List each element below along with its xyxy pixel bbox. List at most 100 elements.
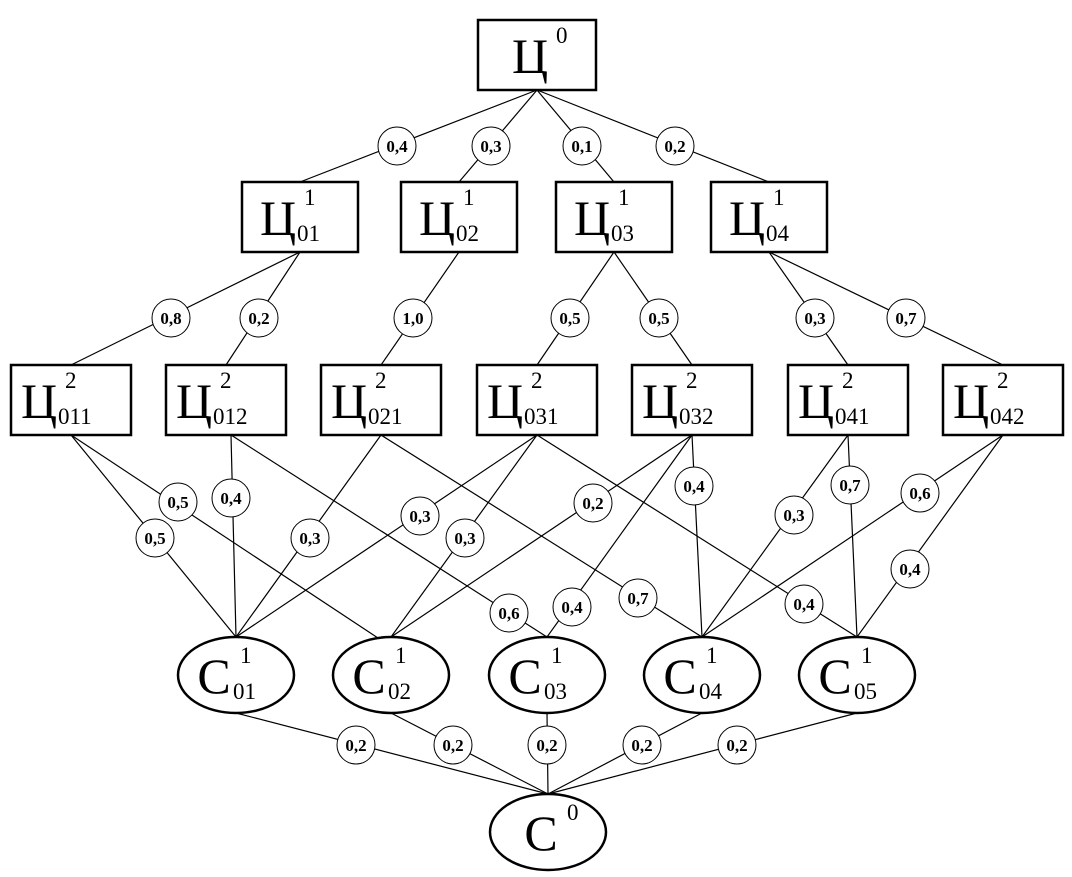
node-superscript: 0 bbox=[556, 23, 568, 48]
weight-badge-c031-s05: 0,4 bbox=[784, 584, 824, 624]
node-letter: Ц bbox=[419, 190, 455, 246]
node-letter: С bbox=[352, 648, 385, 704]
node-letter: Ц bbox=[642, 373, 678, 429]
weight-circle bbox=[562, 126, 602, 166]
weight-badge-c012-s03: 0,6 bbox=[489, 593, 529, 633]
weight-circle bbox=[471, 126, 511, 166]
node-ellipse bbox=[488, 792, 608, 872]
node-subscript: 03 bbox=[611, 221, 634, 246]
weight-badge-s05-s0: 0,2 bbox=[717, 725, 757, 765]
weight-badge-c041-s05: 0,7 bbox=[830, 465, 870, 505]
edge-c032-s02 bbox=[390, 434, 693, 638]
weight-badge-c03-c031: 0,5 bbox=[550, 298, 590, 338]
weight-label: 0,2 bbox=[442, 736, 463, 755]
weight-circle bbox=[639, 298, 679, 338]
node-box bbox=[786, 363, 910, 437]
node-ellipse bbox=[487, 635, 607, 715]
node-letter: С bbox=[524, 805, 557, 861]
weight-badge-c012-s01: 0,4 bbox=[211, 478, 251, 518]
node-letter: Ц bbox=[176, 373, 212, 429]
weight-circle bbox=[377, 126, 417, 166]
weight-badge-c01-c011: 0,8 bbox=[151, 298, 191, 338]
weight-label: 0,3 bbox=[409, 507, 430, 526]
node-superscript: 1 bbox=[551, 643, 563, 668]
node-superscript: 1 bbox=[304, 185, 316, 210]
node-subscript: 04 bbox=[699, 679, 723, 704]
weight-circle bbox=[433, 725, 473, 765]
weight-badge-c042-s05: 0,4 bbox=[890, 549, 930, 589]
node-ellipse bbox=[642, 635, 762, 715]
weight-badge-c041-s04: 0,3 bbox=[774, 495, 814, 535]
weight-badge-c032-s04: 0,4 bbox=[674, 466, 714, 506]
node-box bbox=[319, 363, 443, 437]
weight-circle bbox=[135, 518, 175, 558]
node-subscript: 011 bbox=[58, 404, 92, 429]
node-letter: С bbox=[197, 648, 230, 704]
weight-badge-s02-s0: 0,2 bbox=[433, 725, 473, 765]
weight-circle bbox=[151, 298, 191, 338]
weight-badge-c02-c021: 1,0 bbox=[393, 298, 433, 338]
node-box bbox=[240, 180, 360, 254]
weight-label: 0,2 bbox=[664, 137, 685, 156]
node-superscript: 2 bbox=[375, 368, 387, 393]
node-letter: С bbox=[818, 648, 851, 704]
node-letter: Ц bbox=[331, 373, 367, 429]
node-letter: Ц bbox=[487, 373, 523, 429]
node-ellipse bbox=[176, 635, 296, 715]
weight-badge-c0-c03: 0,1 bbox=[562, 126, 602, 166]
weight-label: 0,2 bbox=[248, 309, 269, 328]
weight-label: 0,7 bbox=[839, 476, 861, 495]
weight-circle bbox=[717, 725, 757, 765]
node-subscript: 02 bbox=[456, 221, 479, 246]
weight-circle bbox=[774, 495, 814, 535]
weight-label: 0,5 bbox=[167, 493, 188, 512]
weight-label: 0,4 bbox=[220, 489, 242, 508]
node-subscript: 012 bbox=[213, 404, 248, 429]
weight-label: 0,2 bbox=[582, 494, 603, 513]
weight-label: 0,1 bbox=[571, 137, 592, 156]
weight-circle bbox=[489, 593, 529, 633]
weight-badge-c011-s02: 0,5 bbox=[135, 518, 175, 558]
node-subscript: 021 bbox=[368, 404, 403, 429]
weight-label: 0,3 bbox=[480, 137, 501, 156]
node-superscript: 2 bbox=[997, 368, 1009, 393]
weight-label: 0,6 bbox=[909, 484, 930, 503]
weight-circle bbox=[445, 518, 485, 558]
node-subscript: 04 bbox=[766, 221, 790, 246]
weight-badge-c011-s01: 0,5 bbox=[158, 482, 198, 522]
weight-label: 0,8 bbox=[160, 309, 181, 328]
weight-badge-c04-c041: 0,3 bbox=[795, 298, 835, 338]
weight-badge-s01-s0: 0,2 bbox=[336, 725, 376, 765]
weight-badge-c0-c04: 0,2 bbox=[655, 126, 695, 166]
weight-badge-c031-s01: 0,3 bbox=[400, 496, 440, 536]
node-superscript: 1 bbox=[395, 643, 407, 668]
weight-circle bbox=[550, 298, 590, 338]
weight-badge-c042-s04: 0,6 bbox=[900, 473, 940, 513]
weight-label: 0,2 bbox=[726, 736, 747, 755]
node-subscript: 05 bbox=[854, 679, 877, 704]
node-subscript: 02 bbox=[388, 679, 411, 704]
weight-label: 0,4 bbox=[683, 477, 705, 496]
node-letter: Ц bbox=[953, 373, 989, 429]
weight-label: 0,4 bbox=[561, 598, 583, 617]
weight-badge-c021-s04: 0,7 bbox=[618, 578, 658, 618]
weight-circle bbox=[830, 465, 870, 505]
weight-badge-c0-c01: 0,4 bbox=[377, 126, 417, 166]
weight-circle bbox=[674, 466, 714, 506]
weight-circle bbox=[290, 518, 330, 558]
edge-c032-s04 bbox=[691, 434, 703, 638]
weight-label: 0,5 bbox=[144, 529, 165, 548]
node-subscript: 01 bbox=[233, 679, 256, 704]
weight-circle bbox=[900, 473, 940, 513]
node-superscript: 1 bbox=[773, 185, 785, 210]
weight-label: 0,3 bbox=[804, 309, 825, 328]
